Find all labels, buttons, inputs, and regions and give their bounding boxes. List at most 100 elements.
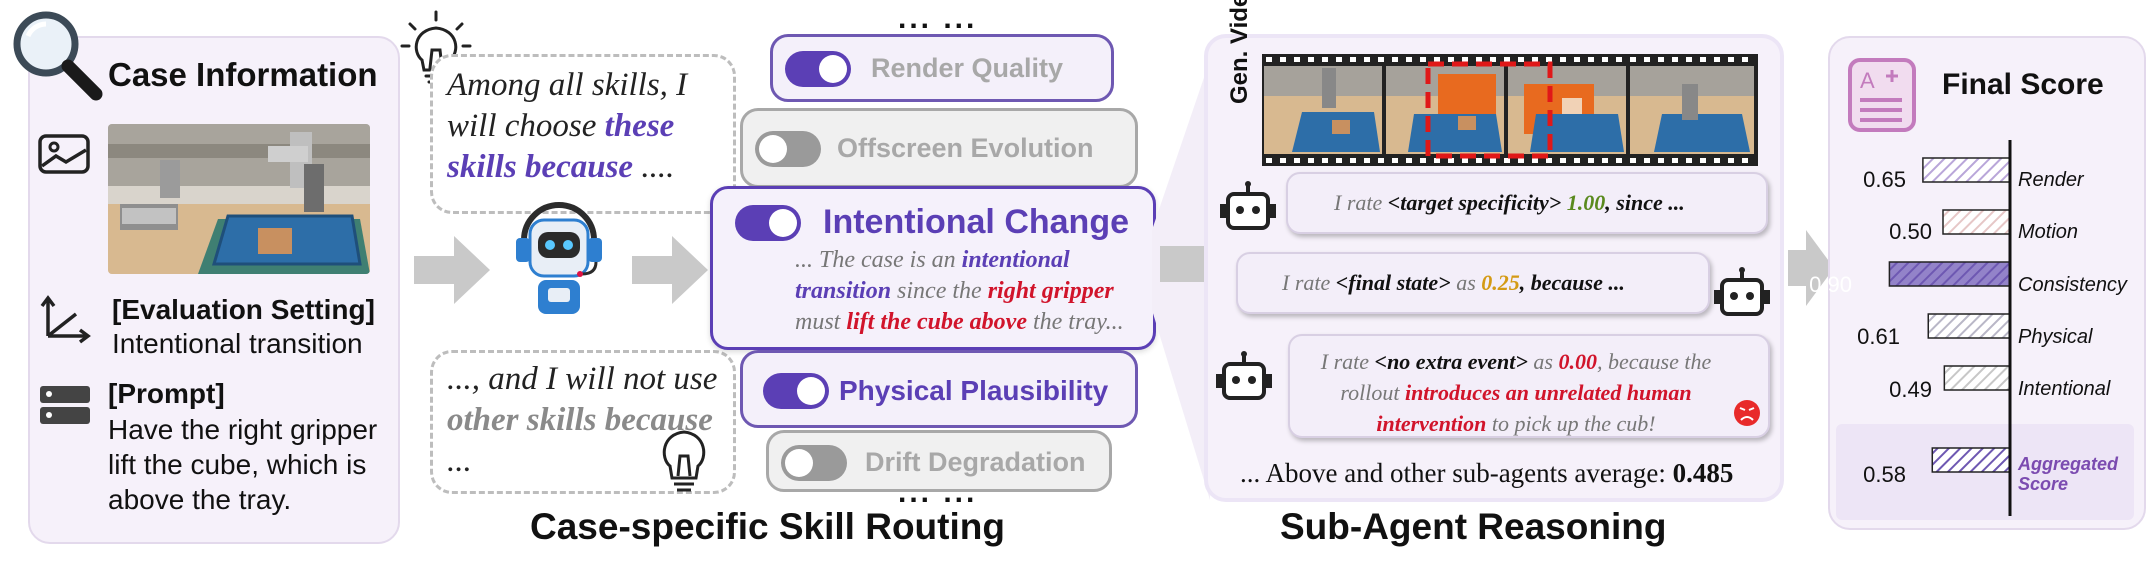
ellipsis-bottom: ... ... xyxy=(898,476,978,509)
toggle-switch[interactable] xyxy=(781,445,847,481)
lightbulb-icon-bottom xyxy=(662,430,706,492)
server-icon xyxy=(40,386,90,424)
skill-card-physical-plausibility[interactable]: Physical Plausibility xyxy=(740,350,1138,428)
skill-label: Render Quality xyxy=(871,53,1064,83)
skill-card-offscreen-evolution[interactable]: Offscreen Evolution xyxy=(740,108,1138,188)
bubble-top-text: Among all skills, I will choose xyxy=(447,67,688,144)
skill-card-drift-degradation[interactable]: Drift Degradation xyxy=(766,430,1112,492)
rating-score: 0.00 xyxy=(1558,349,1597,374)
thought-bubble-skip: ..., and I will not use other skills bec… xyxy=(430,350,736,494)
average-value: 0.485 xyxy=(1672,458,1734,488)
final-score-title: Final Score xyxy=(1942,68,2104,101)
average-line: ... Above and other sub-agents average: … xyxy=(1240,458,1733,489)
rationale-text: the tray... xyxy=(1026,309,1124,335)
thought-bubble-choose: Among all skills, I will choose these sk… xyxy=(430,54,736,214)
rationale-emphasis: intentional transition xyxy=(795,247,1070,304)
arrow-icon xyxy=(414,236,490,304)
eval-setting-value: Intentional transition xyxy=(112,328,363,359)
eval-setting-heading: [Evaluation Setting] xyxy=(112,294,375,325)
arrow-icon-3 xyxy=(1160,246,1208,282)
score-bar-intentional xyxy=(1943,365,2011,391)
score-value-consistency: 0.90 xyxy=(1809,272,1852,297)
score-value-render: 0.65 xyxy=(1863,167,1906,192)
rating-emphasis: introduces an unrelated human interventi… xyxy=(1376,380,1692,436)
agent-icon-3 xyxy=(1216,351,1272,400)
bubble-bot-text: ..., and I will not use xyxy=(447,361,718,397)
case-info-title: Case Information xyxy=(108,56,378,93)
rating-criterion: <no extra event> xyxy=(1374,349,1528,374)
score-bar-aggregate xyxy=(1931,447,2011,473)
score-bar-physical xyxy=(1927,313,2011,339)
case-photo xyxy=(108,124,370,274)
rating-criterion: <final state> xyxy=(1335,270,1451,295)
routing-section-title: Case-specific Skill Routing xyxy=(530,506,1005,547)
rating-text: , because the rollout xyxy=(1340,349,1712,405)
svg-text:A: A xyxy=(1860,68,1875,93)
bubble-bot-emphasis: other skills because xyxy=(447,402,713,438)
score-label-render: Render xyxy=(2018,169,2084,191)
bubble-bot-tail: ... xyxy=(447,443,472,479)
skill-label: Intentional Change xyxy=(823,203,1129,241)
arrow-icon-4 xyxy=(1788,230,1834,306)
score-bar-render xyxy=(1922,157,2011,183)
score-bar-consistency xyxy=(1888,261,2011,287)
score-label-aggregate: Aggregated Score xyxy=(2018,454,2119,494)
magnifier-icon xyxy=(13,11,103,101)
score-label-motion: Motion xyxy=(2018,221,2079,243)
rating-text: I rate xyxy=(1320,349,1375,374)
score-label-physical: Physical xyxy=(2018,326,2093,348)
video-filmstrip xyxy=(1262,54,1758,166)
arrow-icon-2 xyxy=(632,236,708,304)
skill-card-intentional-change[interactable]: Intentional Change ... The case is an in… xyxy=(710,186,1156,350)
angry-face-icon xyxy=(1734,400,1760,426)
rating-text: I rate xyxy=(1334,190,1388,215)
rating-box-final-state: I rate <final state> as 0.25, because ..… xyxy=(1236,252,1710,314)
rating-text: to pick up the cub! xyxy=(1486,411,1656,436)
score-label-intentional: Intentional xyxy=(2018,378,2111,400)
rating-text: , because ... xyxy=(1519,270,1625,295)
rating-score: 1.00 xyxy=(1566,190,1606,215)
rating-box-no-extra-event: I rate <no extra event> as 0.00, because… xyxy=(1288,334,1770,438)
prompt-heading: [Prompt] xyxy=(108,378,225,409)
bubble-top-tail: .... xyxy=(633,149,675,185)
toggle-switch[interactable] xyxy=(755,131,821,167)
toggle-switch[interactable] xyxy=(785,51,851,87)
score-value-aggregate: 0.58 xyxy=(1863,462,1906,487)
video-label: Gen. Video xyxy=(1226,0,1266,104)
prompt-text: Have the right gripper lift the cube, wh… xyxy=(108,414,378,515)
average-text: ... Above and other sub-agents average: xyxy=(1240,458,1673,488)
rationale-emphasis-red: lift the cube above xyxy=(846,309,1027,335)
score-chart xyxy=(1888,140,2012,516)
score-bar-motion xyxy=(1942,209,2011,235)
agent-icon-2 xyxy=(1714,267,1770,316)
ellipsis-top: ... ... xyxy=(898,2,978,35)
score-sheet-icon: A xyxy=(1848,58,1916,132)
rating-text: I rate xyxy=(1282,270,1336,295)
rationale-text: must xyxy=(795,309,847,335)
image-icon xyxy=(38,134,90,174)
skill-label: Physical Plausibility xyxy=(839,375,1109,406)
rating-text: as xyxy=(1450,270,1482,295)
toggle-switch[interactable] xyxy=(735,205,801,241)
rating-score: 0.25 xyxy=(1481,270,1520,295)
score-label-consistency: Consistency xyxy=(2018,274,2127,296)
rationale-text: ... The case is an xyxy=(795,247,962,273)
rating-box-target-specificity: I rate <target specificity> 1.00, since … xyxy=(1286,172,1768,234)
score-value-motion: 0.50 xyxy=(1889,219,1932,244)
robot-icon xyxy=(516,202,602,314)
skill-card-render-quality[interactable]: Render Quality xyxy=(770,34,1114,102)
score-value-intentional: 0.49 xyxy=(1889,377,1932,402)
skill-label: Drift Degradation xyxy=(865,447,1086,477)
subagent-section-title: Sub-Agent Reasoning xyxy=(1280,506,1667,547)
agent-icon xyxy=(1220,181,1276,230)
skill-label: Offscreen Evolution xyxy=(837,133,1094,163)
toggle-switch[interactable] xyxy=(763,373,829,409)
rating-criterion: <target specificity> xyxy=(1387,190,1562,215)
rating-text: , since ... xyxy=(1605,190,1685,215)
skill-rationale: ... The case is an intentional transitio… xyxy=(795,245,1147,338)
rationale-text: since the xyxy=(891,278,988,304)
rating-text: as xyxy=(1527,349,1559,374)
rationale-emphasis-red: right gripper xyxy=(987,278,1114,304)
bubble-top-emphasis: these skills because xyxy=(447,108,675,185)
axes-icon xyxy=(40,295,91,344)
